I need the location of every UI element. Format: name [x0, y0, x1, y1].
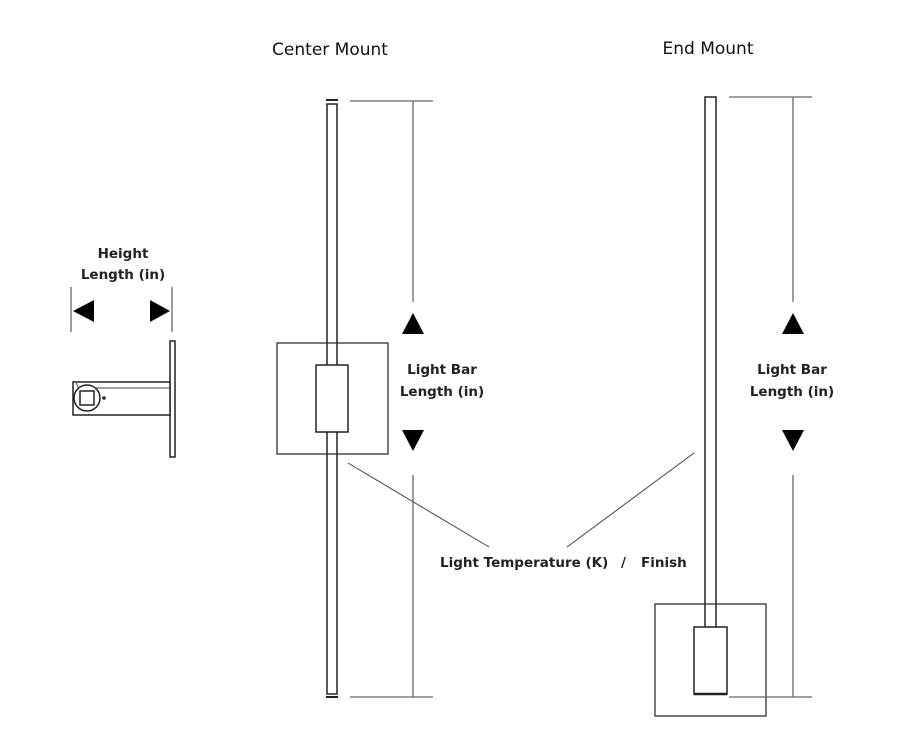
center-mount-bracket — [315, 364, 349, 433]
arrow-down-icon — [402, 430, 424, 451]
callout-separator: / — [621, 555, 626, 571]
side-view-end-cap-square — [79, 390, 95, 406]
end-dim-label-line1: Light Bar — [757, 362, 827, 378]
callout-light-temperature: Light Temperature (K) — [440, 555, 608, 571]
callout-leader-right — [566, 452, 695, 548]
end-mount-view: End Mount Light Bar Length (in) — [654, 39, 834, 717]
side-view-label-height: Height — [98, 246, 149, 262]
side-view-screw-dot — [102, 396, 106, 400]
arrow-up-icon — [782, 313, 804, 334]
end-mount-title: End Mount — [663, 39, 754, 59]
end-mount-bracket — [693, 626, 728, 695]
arrow-down-icon — [782, 430, 804, 451]
callout: Light Temperature (K) / Finish — [347, 452, 695, 571]
center-dim-label-line1: Light Bar — [407, 362, 477, 378]
arrow-right-icon — [150, 300, 170, 322]
center-mount-title: Center Mount — [272, 40, 388, 60]
center-mount-view: Center Mount Light Bar Length (in) — [272, 40, 484, 698]
center-dim-label-line2: Length (in) — [400, 384, 484, 400]
arrow-left-icon — [73, 300, 94, 322]
side-view-label-length: Length (in) — [81, 267, 165, 283]
callout-finish: Finish — [641, 555, 687, 571]
callout-leader-left — [347, 462, 490, 548]
arrow-up-icon — [402, 313, 424, 334]
side-view: Height Length (in) — [70, 246, 176, 458]
end-dim-label-line2: Length (in) — [750, 384, 834, 400]
end-light-bar — [704, 96, 717, 628]
